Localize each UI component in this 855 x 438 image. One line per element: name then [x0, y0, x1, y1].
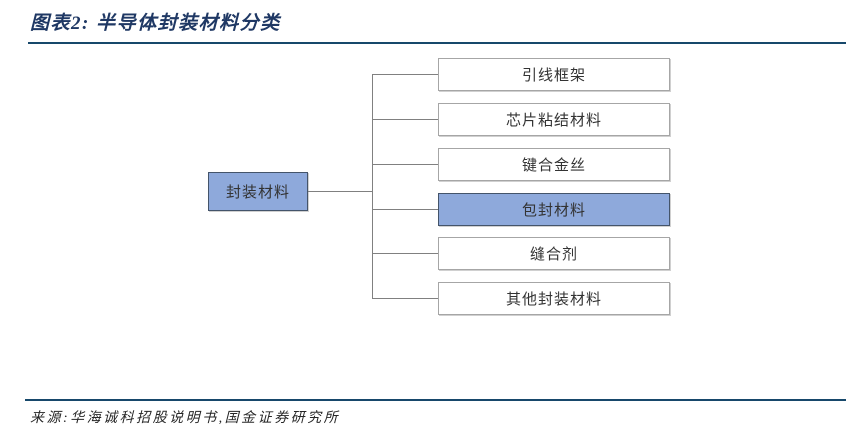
- connector-branch: [373, 164, 438, 165]
- connector-branch: [373, 74, 438, 75]
- title-underline: [28, 42, 846, 44]
- connector-root-link: [308, 191, 373, 192]
- connector-branch: [373, 253, 438, 254]
- tree-node-other-packaging-materials: 其他封装材料: [438, 282, 670, 315]
- tree-node-bonding-gold-wire: 键合金丝: [438, 148, 670, 181]
- tree-node-encapsulation-materials: 包封材料: [438, 193, 670, 226]
- source-divider-line: [25, 399, 846, 401]
- tree-node-sealant: 缝合剂: [438, 237, 670, 270]
- connector-spine: [372, 74, 373, 299]
- connector-branch: [373, 209, 438, 210]
- connector-branch: [373, 298, 438, 299]
- connector-branch: [373, 119, 438, 120]
- tree-root-node-packaging-materials: 封装材料: [208, 172, 308, 211]
- tree-node-lead-frame: 引线框架: [438, 58, 670, 91]
- tree-node-die-attach-materials: 芯片粘结材料: [438, 103, 670, 136]
- figure-title: 图表2: 半导体封装材料分类: [30, 13, 281, 34]
- source-note: 来源:华海诚科招股说明书,国金证券研究所: [30, 411, 341, 426]
